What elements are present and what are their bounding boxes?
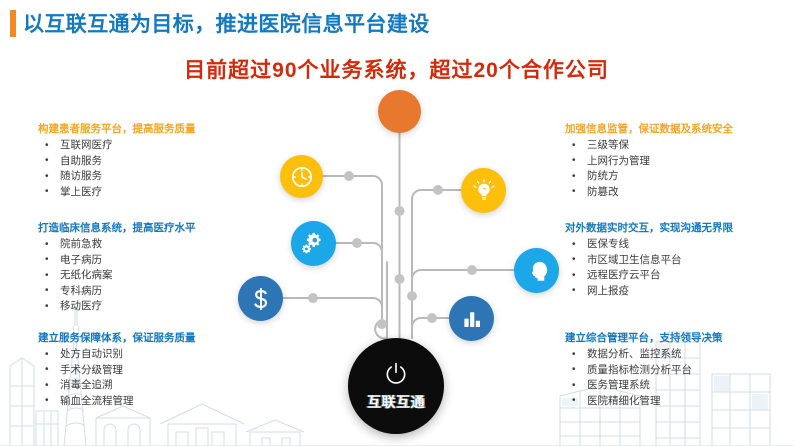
list-item: 手术分级管理 [38, 362, 273, 379]
node-bar-chart[interactable] [449, 296, 494, 341]
list-item: 质量指标检测分析平台 [565, 362, 793, 379]
list-item: 随访服务 [38, 169, 273, 185]
node-top[interactable] [378, 90, 421, 133]
list-item: 远程医疗云平台 [565, 268, 793, 284]
block-list: 数据分析、监控系统 质量指标检测分析平台 医务管理系统 医院精细化管理 [565, 347, 793, 409]
title-accent-bar [10, 9, 16, 37]
list-item: 医务管理系统 [565, 378, 793, 394]
block-right-1: 加强信息监管，保证数据及系统安全 三级等保 上网行为管理 防统方 防篡改 [565, 122, 793, 200]
list-item: 数据分析、监控系统 [565, 347, 793, 363]
block-list: 院前急救 电子病历 无纸化病案 专科病历 移动医疗 [38, 237, 273, 315]
list-item: 三级等保 [565, 138, 793, 154]
block-right-2: 对外数据实时交互，实现沟通无界限 医保专线 市区域卫生信息平台 远程医疗云平台 … [565, 221, 793, 299]
block-heading: 建立服务保障体系，保证服务质量 [38, 332, 196, 344]
gears-icon [302, 232, 321, 254]
subtitle-text: 目前超过90个业务系统，超过20个合作公司 [184, 59, 609, 82]
list-item: 移动医疗 [38, 299, 273, 315]
list-item: 市区域卫生信息平台 [565, 252, 793, 269]
node-gears[interactable] [291, 221, 336, 266]
list-item: 消毒全追溯 [38, 378, 273, 394]
block-list: 处方自动识别 手术分级管理 消毒全追溯 输血全流程管理 [38, 347, 273, 409]
page-title: 以互联互通为目标，推进医院信息平台建设 [10, 8, 430, 38]
list-item: 处方自动识别 [38, 347, 273, 363]
list-item: 防统方 [565, 169, 793, 185]
list-item: 电子病历 [38, 252, 273, 269]
central-hub[interactable]: 互联互通 [348, 338, 444, 434]
connector-dots [308, 171, 477, 329]
block-heading: 建立综合管理平台，支持领导决策 [565, 332, 723, 344]
list-item: 专科病历 [38, 283, 273, 300]
clock-icon [291, 166, 312, 187]
list-item: 互联网医疗 [38, 138, 273, 154]
list-item: 网上报疫 [565, 283, 793, 300]
list-item: 院前急救 [38, 237, 273, 253]
bar-chart-icon [463, 311, 480, 327]
list-item: 医院精细化管理 [565, 393, 793, 410]
hub-label: 互联互通 [367, 393, 425, 410]
node-lightbulb[interactable] [461, 168, 506, 213]
list-item: 防篡改 [565, 184, 793, 201]
block-right-3: 建立综合管理平台，支持领导决策 数据分析、监控系统 质量指标检测分析平台 医务管… [565, 331, 793, 409]
block-left-1: 构建患者服务平台，提高服务质量 互联网医疗 自助服务 随访服务 掌上医疗 [38, 122, 273, 200]
block-heading: 对外数据实时交互，实现沟通无界限 [565, 222, 733, 234]
list-item: 医保专线 [565, 237, 793, 253]
block-heading: 构建患者服务平台，提高服务质量 [38, 123, 196, 135]
list-item: 无纸化病案 [38, 268, 273, 284]
list-item: 上网行为管理 [565, 153, 793, 170]
block-list: 医保专线 市区域卫生信息平台 远程医疗云平台 网上报疫 [565, 237, 793, 299]
list-item: 输血全流程管理 [38, 393, 273, 410]
block-heading: 打造临床信息系统，提高医疗水平 [38, 222, 196, 234]
block-list: 互联网医疗 自助服务 随访服务 掌上医疗 [38, 138, 273, 200]
list-item: 掌上医疗 [38, 184, 273, 201]
node-head-profile[interactable] [514, 248, 559, 293]
block-left-2: 打造临床信息系统，提高医疗水平 院前急救 电子病历 无纸化病案 专科病历 移动医… [38, 221, 273, 315]
node-clock[interactable] [280, 155, 323, 198]
head-profile-icon [531, 261, 547, 281]
title-text: 以互联互通为目标，推进医院信息平台建设 [23, 13, 430, 36]
block-left-3: 建立服务保障体系，保证服务质量 处方自动识别 手术分级管理 消毒全追溯 输血全流… [38, 331, 273, 409]
power-icon [386, 362, 406, 384]
block-list: 三级等保 上网行为管理 防统方 防篡改 [565, 138, 793, 200]
block-heading: 加强信息监管，保证数据及系统安全 [565, 123, 733, 135]
lightbulb-icon [472, 178, 495, 200]
list-item: 自助服务 [38, 153, 273, 170]
